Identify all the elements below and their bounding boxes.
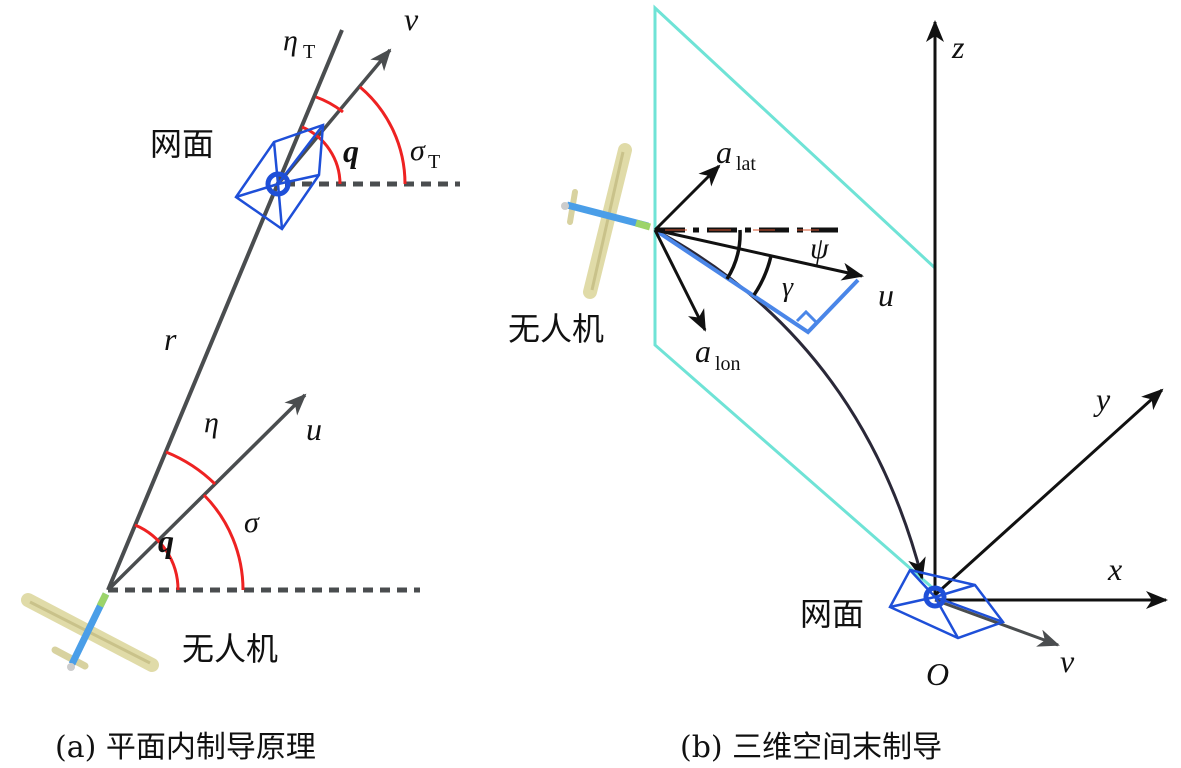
angle-arc-sigma	[202, 493, 245, 591]
q-bottom-label: q	[158, 523, 174, 559]
u-label-b: u	[878, 277, 894, 313]
svg-text:a: a	[695, 333, 711, 369]
uav-label-a: 无人机	[182, 630, 278, 668]
u-label: u	[306, 411, 322, 447]
caption-a: (a) 平面内制导原理	[55, 730, 316, 765]
uav-icon	[21, 592, 159, 672]
angle-arc-gamma	[752, 255, 773, 296]
angle-arc-q-bottom	[134, 523, 180, 591]
svg-text:a: a	[716, 134, 732, 170]
u-vector-arrow	[654, 228, 864, 281]
right-angle-mark	[795, 309, 819, 325]
svg-text:lat: lat	[736, 153, 756, 175]
a-lon-arrow	[653, 229, 707, 332]
angle-arc-eta-T	[315, 95, 344, 114]
svg-text:η: η	[283, 24, 298, 57]
eta-label: η	[204, 406, 219, 439]
angle-arc-eta	[165, 450, 217, 486]
v-label-b: v	[1060, 643, 1075, 679]
x-label: x	[1107, 551, 1122, 587]
net-icon	[234, 123, 325, 231]
y-axis	[933, 388, 1164, 597]
svg-text:σ: σ	[410, 134, 426, 167]
uav-icon-b	[561, 143, 651, 299]
sigma-label: σ	[244, 506, 260, 539]
velocity-v-arrow	[276, 48, 392, 186]
net-label-a: 网面	[150, 125, 214, 163]
y-label: y	[1093, 381, 1111, 417]
trajectory-curve	[654, 228, 926, 580]
angle-arc-sigma-T	[359, 85, 407, 185]
origin-label: O	[926, 656, 949, 692]
guidance-plane	[653, 4, 937, 592]
svg-text:T: T	[428, 151, 440, 173]
net-velocity-v-arrow	[934, 598, 1060, 647]
angle-arc-psi	[725, 229, 742, 280]
caption-b: (b) 三维空间末制导	[680, 730, 942, 765]
q-top-label: q	[343, 133, 359, 169]
gamma-label: γ	[782, 272, 794, 303]
projection-triangle	[653, 228, 860, 335]
r-label: r	[164, 321, 177, 357]
z-label: z	[951, 29, 965, 65]
a-lat-arrow	[653, 164, 721, 232]
v-label: v	[404, 1, 419, 37]
net-icon-b	[888, 568, 1006, 640]
psi-label: ψ	[810, 232, 830, 265]
svg-text:lon: lon	[715, 353, 741, 375]
svg-text:T: T	[303, 41, 315, 63]
line-of-sight	[106, 29, 344, 591]
net-label-b: 网面	[800, 595, 864, 633]
velocity-u-arrow	[106, 393, 307, 592]
uav-label-b: 无人机	[508, 310, 604, 348]
